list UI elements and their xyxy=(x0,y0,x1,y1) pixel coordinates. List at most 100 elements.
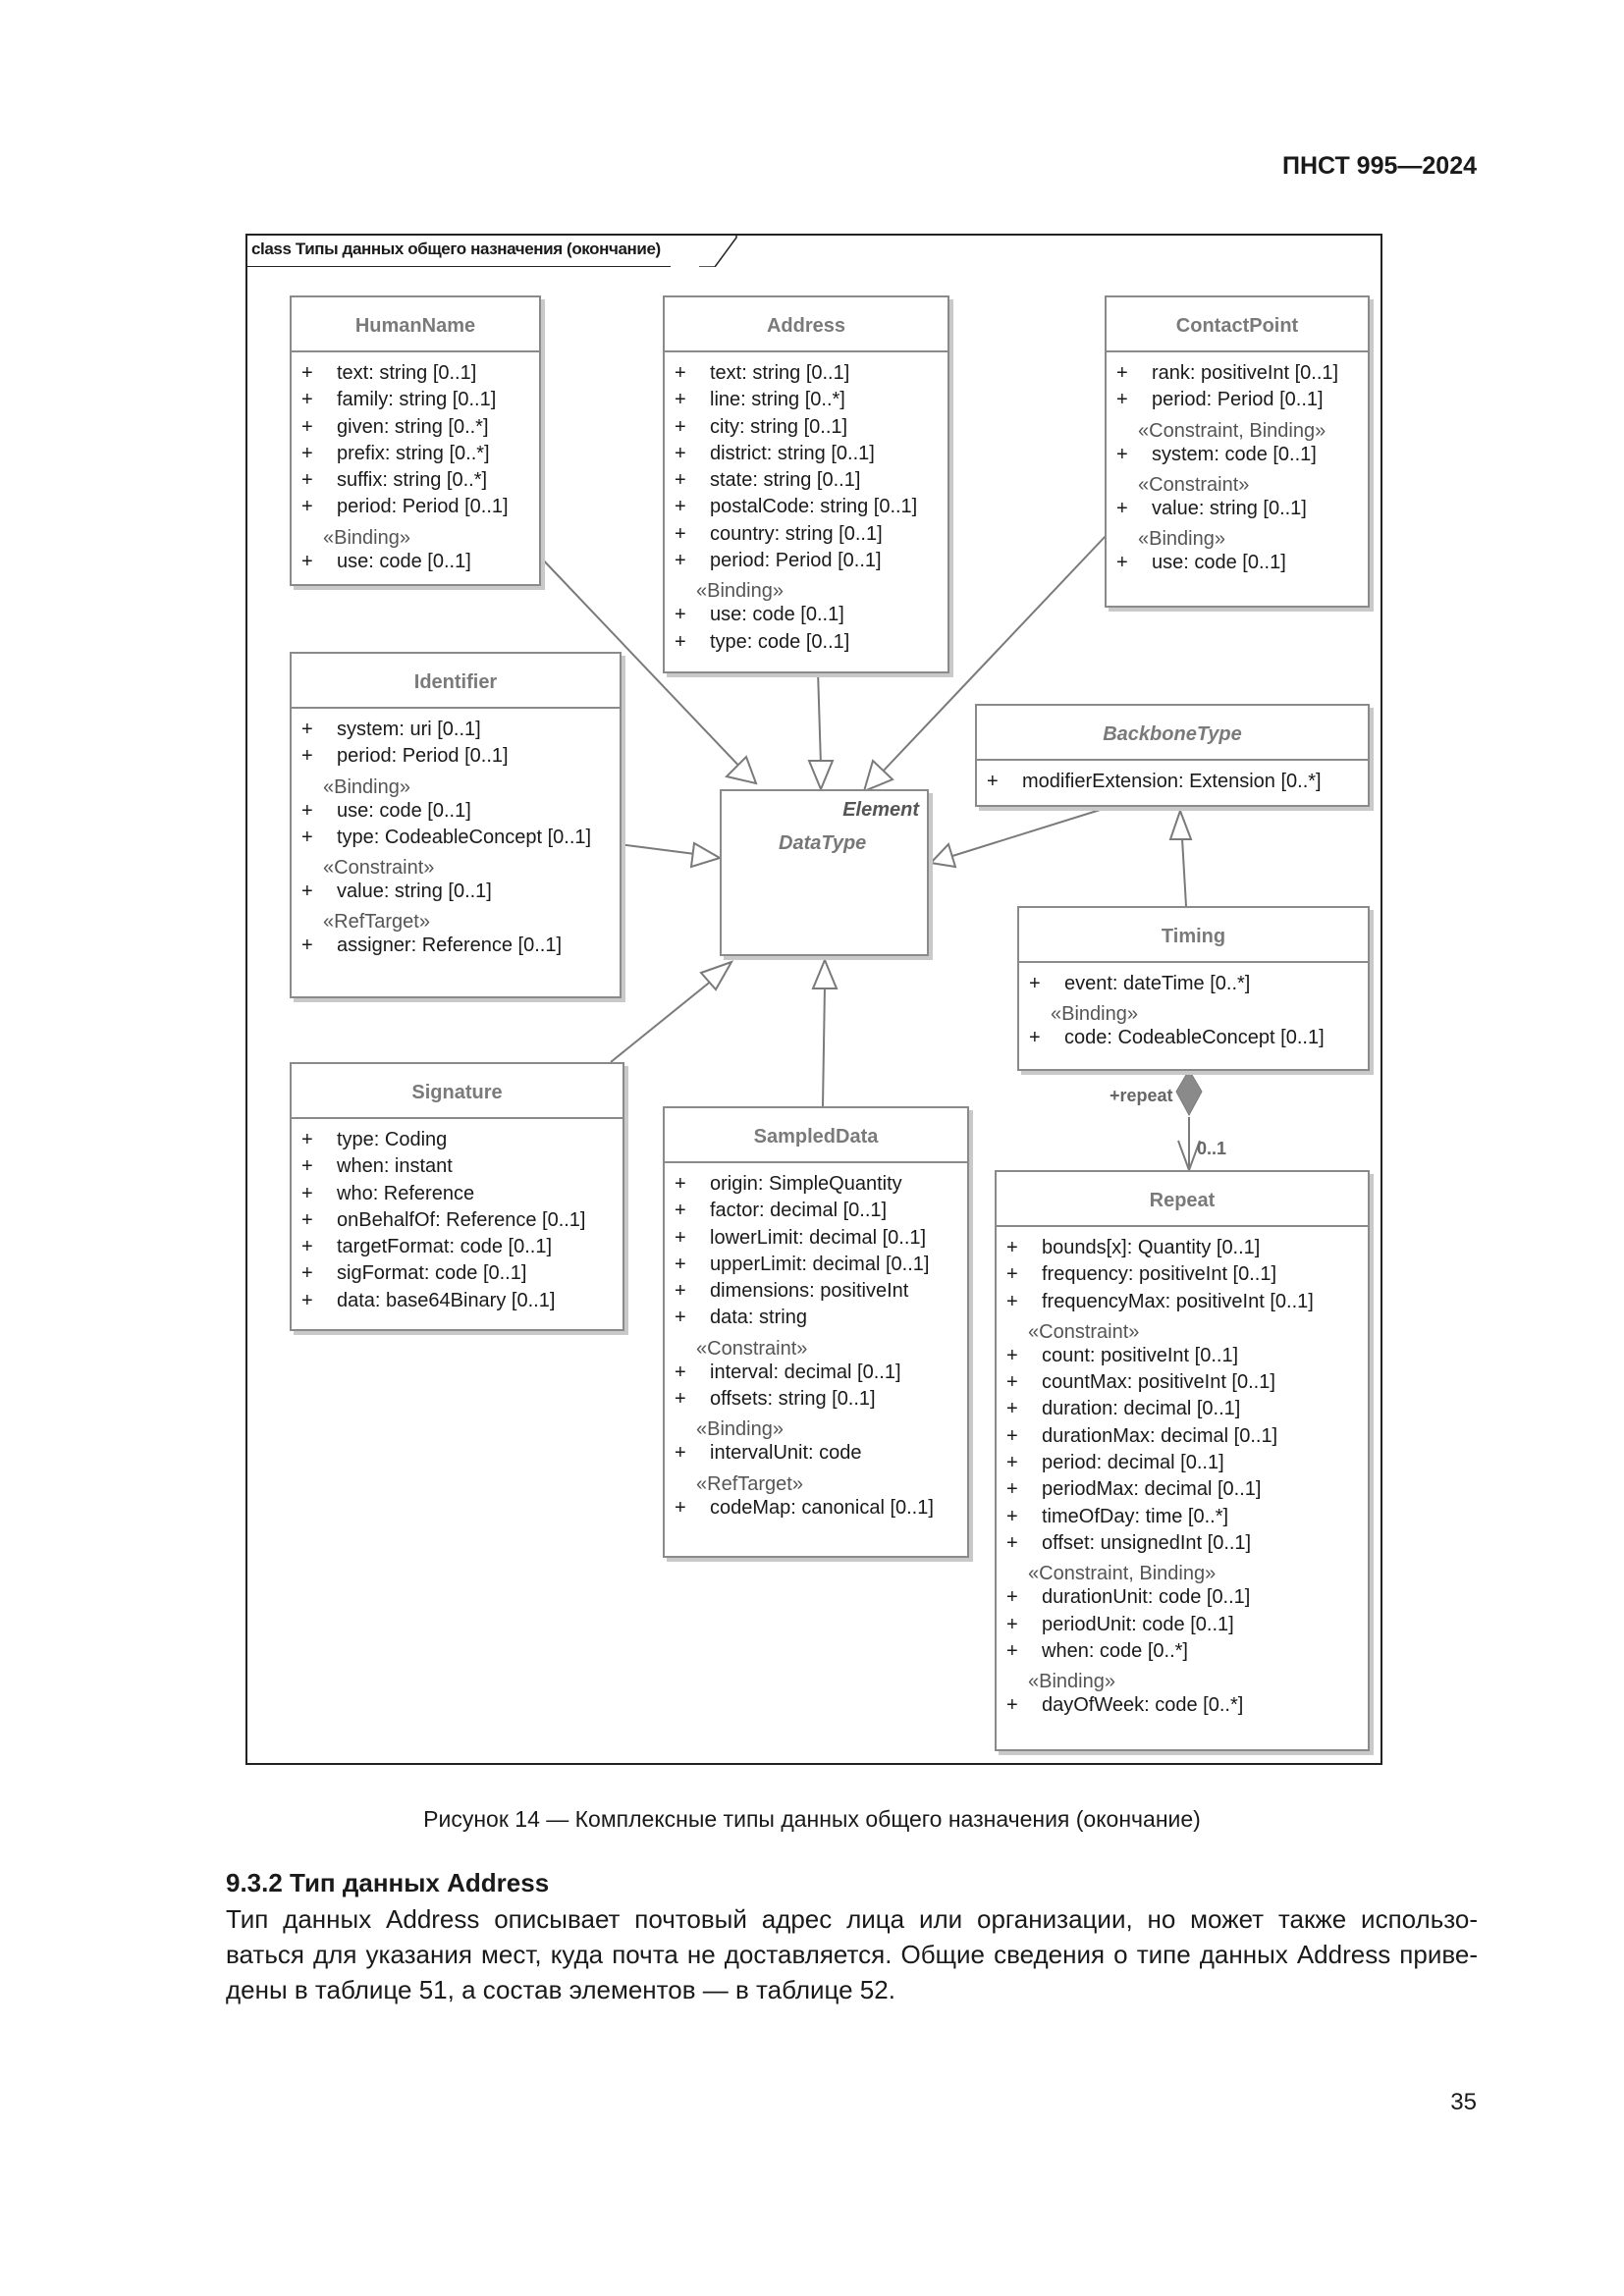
attribute-row: +when: code [0..*] xyxy=(1006,1639,1188,1662)
attribute-row: +event: dateTime [0..*] xyxy=(1029,973,1251,994)
datatype-stereotype: Element xyxy=(842,799,919,821)
figure-caption: Рисунок 14 — Комплексные типы данных общ… xyxy=(423,1806,1201,1832)
class-repeat[interactable]: Repeat +bounds[x]: Quantity [0..1] +freq… xyxy=(995,1170,1370,1751)
paragraph-line: Тип данных Address описывает почтовый ад… xyxy=(226,1904,1478,1934)
datatype-name: DataType xyxy=(779,832,867,854)
attribute-row: +when: instant xyxy=(301,1155,453,1178)
stereotype-label: «Binding» xyxy=(323,526,410,549)
stereotype-label: «Constraint» xyxy=(1138,473,1250,496)
standard-id: ПНСТ 995—2024 xyxy=(1282,152,1477,180)
class-name: Identifier xyxy=(292,654,620,709)
attribute-row: +period: Period [0..1] xyxy=(301,496,509,518)
class-address[interactable]: Address +text: string [0..1] +line: stri… xyxy=(663,295,949,673)
class-signature[interactable]: Signature +type: Coding +when: instant +… xyxy=(290,1062,624,1331)
stereotype-label: «Constraint» xyxy=(323,857,435,880)
attribute-row: +assigner: Reference [0..1] xyxy=(301,934,563,957)
attribute-row: +period: Period [0..1] xyxy=(675,550,882,572)
attribute-row: +value: string [0..1] xyxy=(1116,497,1307,519)
class-name: Timing xyxy=(1019,908,1368,963)
attribute-row: +code: CodeableConcept [0..1] xyxy=(1029,1027,1325,1049)
attribute-row: +dimensions: positiveInt xyxy=(675,1280,909,1303)
class-name: BackboneType xyxy=(977,706,1368,761)
attribute-row: +period: Period [0..1] xyxy=(1116,389,1324,411)
attribute-row: +bounds[x]: Quantity [0..1] xyxy=(1006,1237,1261,1258)
class-sampleddata[interactable]: SampledData +origin: SimpleQuantity +fac… xyxy=(663,1106,969,1558)
class-backbonetype[interactable]: BackboneType +modifierExtension: Extensi… xyxy=(975,704,1370,807)
attribute-row: +countMax: positiveInt [0..1] xyxy=(1006,1371,1275,1394)
attribute-row: +targetFormat: code [0..1] xyxy=(301,1236,552,1258)
attribute-row: +frequency: positiveInt [0..1] xyxy=(1006,1263,1277,1286)
attribute-row: +frequencyMax: positiveInt [0..1] xyxy=(1006,1290,1314,1312)
attribute-row: +use: code [0..1] xyxy=(301,550,471,572)
attribute-row: +rank: positiveInt [0..1] xyxy=(1116,362,1339,384)
attribute-row: +use: code [0..1] xyxy=(675,604,844,626)
attribute-row: +timeOfDay: time [0..*] xyxy=(1006,1505,1229,1527)
stereotype-label: «Constraint, Binding» xyxy=(1138,419,1326,442)
attribute-row: +sigFormat: code [0..1] xyxy=(301,1262,527,1285)
attribute-row: +line: string [0..*] xyxy=(675,389,845,411)
attribute-row: +interval: decimal [0..1] xyxy=(675,1361,901,1383)
stereotype-label: «Binding» xyxy=(696,1418,784,1441)
attribute-row: +city: string [0..1] xyxy=(675,415,848,438)
attribute-row: +data: base64Binary [0..1] xyxy=(301,1289,556,1311)
attribute-row: +type: Coding xyxy=(301,1129,448,1150)
class-datatype[interactable]: Element DataType xyxy=(720,789,929,956)
attribute-row: +use: code [0..1] xyxy=(1116,552,1286,574)
class-identifier[interactable]: Identifier +system: uri [0..1] +period: … xyxy=(290,652,622,998)
class-name: ContactPoint xyxy=(1107,297,1368,352)
attribute-row: +type: CodeableConcept [0..1] xyxy=(301,826,592,848)
attribute-row: +durationUnit: code [0..1] xyxy=(1006,1586,1251,1609)
class-name: Signature xyxy=(292,1064,623,1119)
attribute-row: +upperLimit: decimal [0..1] xyxy=(675,1253,930,1275)
attribute-row: +intervalUnit: code xyxy=(675,1442,862,1465)
attribute-row: +country: string [0..1] xyxy=(675,522,883,545)
attribute-row: +given: string [0..*] xyxy=(301,415,489,438)
attribute-row: +modifierExtension: Extension [0..*] xyxy=(987,771,1322,792)
stereotype-label: «Constraint» xyxy=(696,1337,808,1360)
association-role-label: +repeat xyxy=(1110,1086,1173,1105)
stereotype-label: «RefTarget» xyxy=(696,1472,803,1495)
class-contactpoint[interactable]: ContactPoint +rank: positiveInt [0..1] +… xyxy=(1105,295,1370,608)
class-timing[interactable]: Timing +event: dateTime [0..*] «Binding»… xyxy=(1017,906,1370,1071)
paragraph-line: ваться для указания мест, куда почта не … xyxy=(226,1940,1478,1969)
attribute-row: +period: Period [0..1] xyxy=(301,745,509,768)
attribute-row: +period: decimal [0..1] xyxy=(1006,1452,1224,1474)
attribute-row: +prefix: string [0..*] xyxy=(301,442,490,464)
stereotype-label: «Binding» xyxy=(696,580,784,603)
paragraph-line: дены в таблице 51, а состав элементов — … xyxy=(226,1975,895,2004)
class-humanname[interactable]: HumanName +text: string [0..1] +family: … xyxy=(290,295,541,586)
attribute-row: +data: string xyxy=(675,1307,807,1329)
attribute-row: +family: string [0..1] xyxy=(301,389,497,411)
attribute-row: +system: uri [0..1] xyxy=(301,719,481,740)
attribute-row: +origin: SimpleQuantity xyxy=(675,1173,902,1195)
attribute-row: +codeMap: canonical [0..1] xyxy=(675,1496,934,1519)
stereotype-label: «Binding» xyxy=(323,775,410,798)
attribute-row: +state: string [0..1] xyxy=(675,469,861,492)
body-paragraph: Тип данных Address описывает почтовый ад… xyxy=(226,1901,1478,2007)
attribute-row: +onBehalfOf: Reference [0..1] xyxy=(301,1208,586,1231)
attribute-row: +dayOfWeek: code [0..*] xyxy=(1006,1694,1244,1717)
attribute-row: +factor: decimal [0..1] xyxy=(675,1200,888,1222)
attribute-row: +postalCode: string [0..1] xyxy=(675,496,918,518)
class-name: HumanName xyxy=(292,297,539,352)
attribute-row: +text: string [0..1] xyxy=(675,362,850,384)
attribute-row: +offsets: string [0..1] xyxy=(675,1388,876,1411)
attribute-row: +use: code [0..1] xyxy=(301,799,471,822)
diagram-frame-label: class Типы данных общего назначения (око… xyxy=(247,236,671,267)
attribute-row: +durationMax: decimal [0..1] xyxy=(1006,1424,1278,1447)
attribute-row: +text: string [0..1] xyxy=(301,362,477,384)
stereotype-label: «Constraint» xyxy=(1028,1320,1140,1343)
attribute-row: +type: code [0..1] xyxy=(675,630,850,653)
stereotype-label: «Constraint, Binding» xyxy=(1028,1563,1217,1585)
diagram-frame xyxy=(245,234,1382,1765)
attribute-row: +district: string [0..1] xyxy=(675,442,875,464)
stereotype-label: «RefTarget» xyxy=(323,911,430,934)
attribute-row: +offset: unsignedInt [0..1] xyxy=(1006,1531,1252,1554)
class-name: Repeat xyxy=(997,1172,1368,1227)
attribute-row: +periodUnit: code [0..1] xyxy=(1006,1613,1234,1635)
class-name: Address xyxy=(665,297,947,352)
attribute-row: +value: string [0..1] xyxy=(301,881,492,903)
stereotype-label: «Binding» xyxy=(1028,1671,1115,1693)
attribute-row: +duration: decimal [0..1] xyxy=(1006,1398,1241,1420)
attribute-row: +periodMax: decimal [0..1] xyxy=(1006,1478,1262,1501)
